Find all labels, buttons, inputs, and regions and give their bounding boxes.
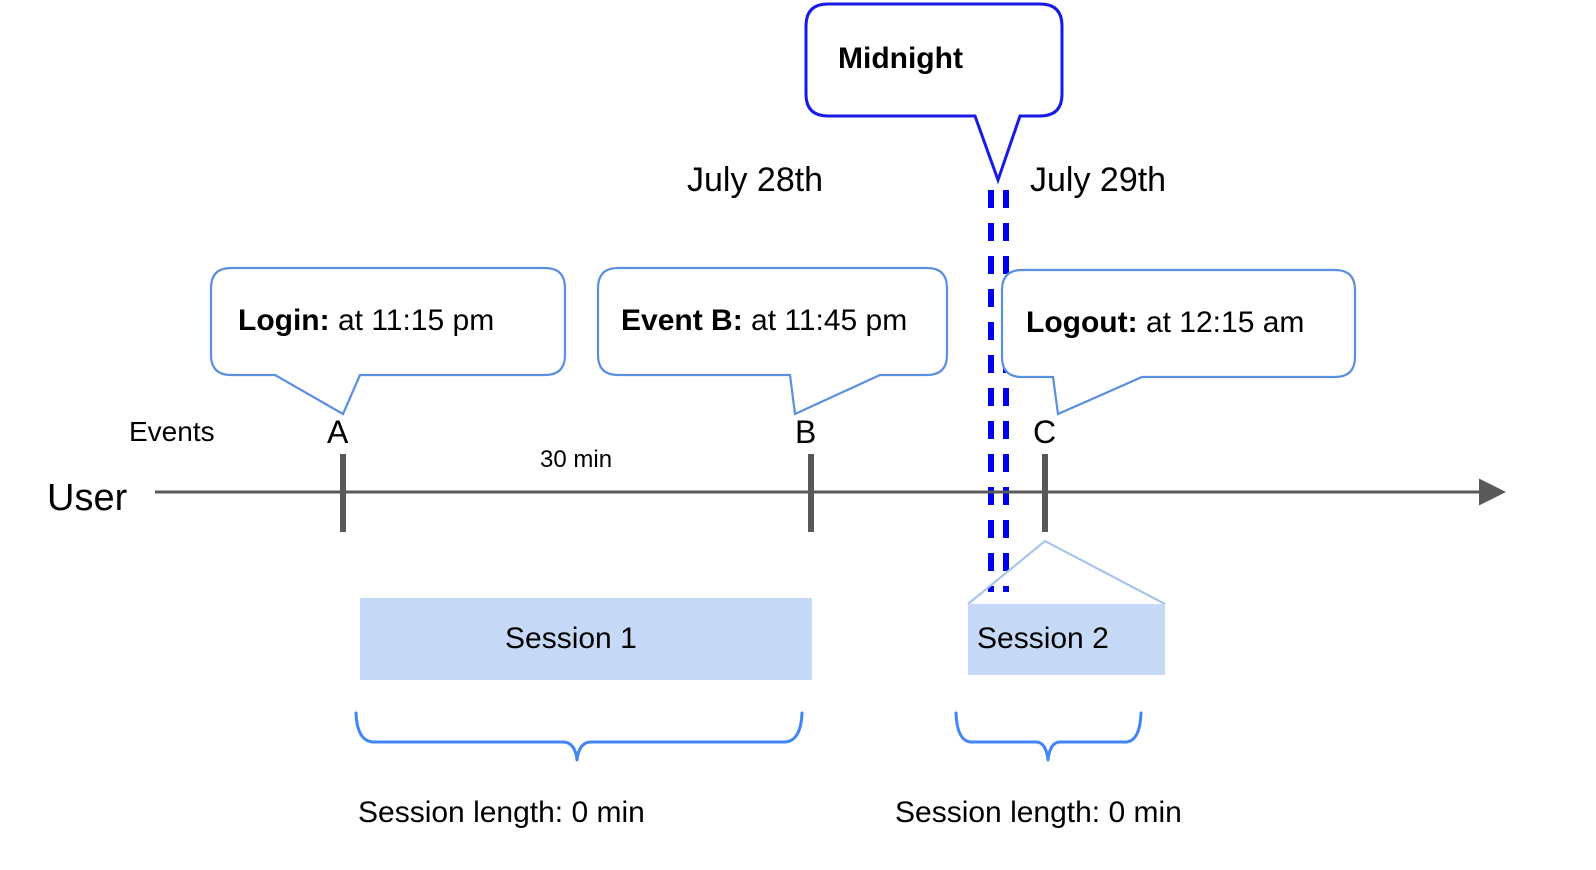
event-letter-b: B [795, 414, 817, 450]
logout-callout-shape [1000, 268, 1357, 416]
row-label-user: User [47, 477, 128, 519]
midnight-callout [804, 2, 1064, 185]
interval-label-30-min: 30 min [540, 446, 613, 473]
login-callout [209, 266, 567, 416]
session-2-brace-shape [954, 711, 1143, 762]
session-1-box-label: Session 1 [505, 622, 637, 655]
event-b-callout [596, 266, 949, 416]
session-2-roof-lines [967, 539, 1166, 605]
session-2-length-label: Session length: 0 min [895, 796, 1182, 829]
midnight-label: Midnight [838, 42, 963, 75]
midnight-dashed-divider [988, 190, 1009, 592]
logout-callout [1000, 268, 1357, 416]
session-2-brace [954, 711, 1143, 762]
logout-callout-text: Logout: at 12:15 am [1026, 308, 1304, 338]
row-label-events: Events [129, 416, 215, 447]
login-callout-shape [209, 266, 567, 416]
event-b-callout-shape [596, 266, 949, 416]
session-1-brace [354, 711, 804, 762]
day-label-july-28: July 28th [687, 161, 824, 199]
timeline-axis [155, 454, 1506, 532]
login-callout-text: Login: at 11:15 pm [238, 306, 494, 336]
event-b-callout-text: Event B: at 11:45 pm [621, 306, 907, 336]
event-letter-c: C [1033, 414, 1057, 450]
session-1-box [360, 598, 812, 680]
session-2-box-label: Session 2 [977, 622, 1109, 655]
session-1-brace-shape [354, 711, 804, 762]
session-2-box [968, 604, 1165, 675]
event-letter-a: A [327, 414, 349, 450]
event-b-callout-rest: at 11:45 pm [742, 304, 908, 337]
day-label-july-29: July 29th [1030, 161, 1167, 199]
session-1-length-label: Session length: 0 min [358, 796, 645, 829]
logout-callout-rest: at 12:15 am [1137, 306, 1305, 339]
event-b-callout-bold: Event B: [621, 304, 743, 337]
login-callout-bold: Login: [238, 304, 330, 337]
midnight-callout-shape [804, 2, 1064, 185]
login-callout-rest: at 11:15 pm [329, 304, 495, 337]
session-2-connector [967, 539, 1166, 605]
logout-callout-bold: Logout: [1026, 306, 1138, 339]
